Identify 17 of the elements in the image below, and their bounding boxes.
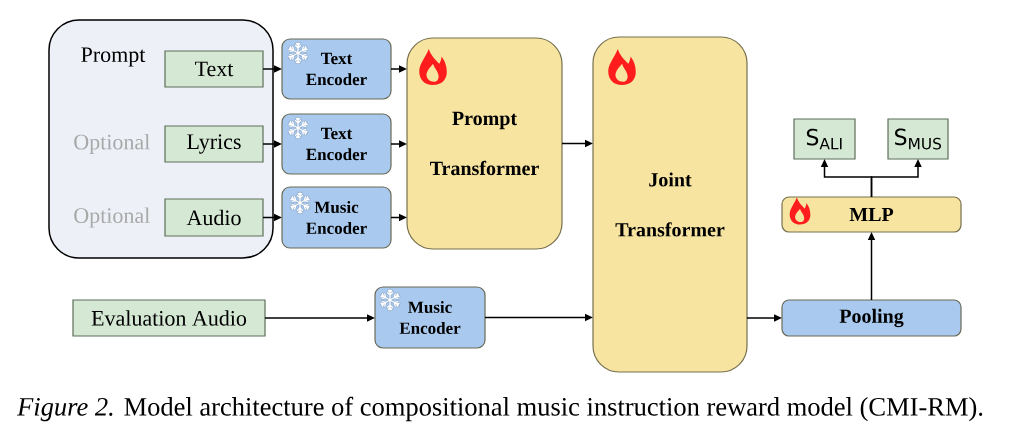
input-box: Text — [164, 50, 264, 88]
side-label: Optional — [74, 134, 150, 154]
encoder-box: Music Encoder — [374, 286, 486, 349]
encoder-box: Music Encoder — [281, 186, 392, 249]
transformer-box: Joint Transformer — [592, 36, 748, 373]
input-box: Audio — [164, 198, 264, 237]
figure-caption: Figure 2. Model architecture of compositional music instruction reward model (CMI-RM). — [16, 396, 983, 422]
input-box: Evaluation Audio — [72, 299, 266, 337]
transformer-box: Prompt Transformer — [406, 37, 563, 250]
layer-box: MLP — [781, 196, 962, 233]
encoder-box: Text Encoder — [281, 113, 392, 175]
layer-box: Pooling — [781, 299, 962, 337]
output-box: S$_{ALI}$ — [793, 118, 856, 160]
output-box: S$_{MUS}$ — [887, 118, 949, 160]
side-label: Optional — [74, 207, 150, 228]
encoder-box: Text Encoder — [281, 38, 392, 100]
input-box: Lyrics — [164, 125, 264, 163]
